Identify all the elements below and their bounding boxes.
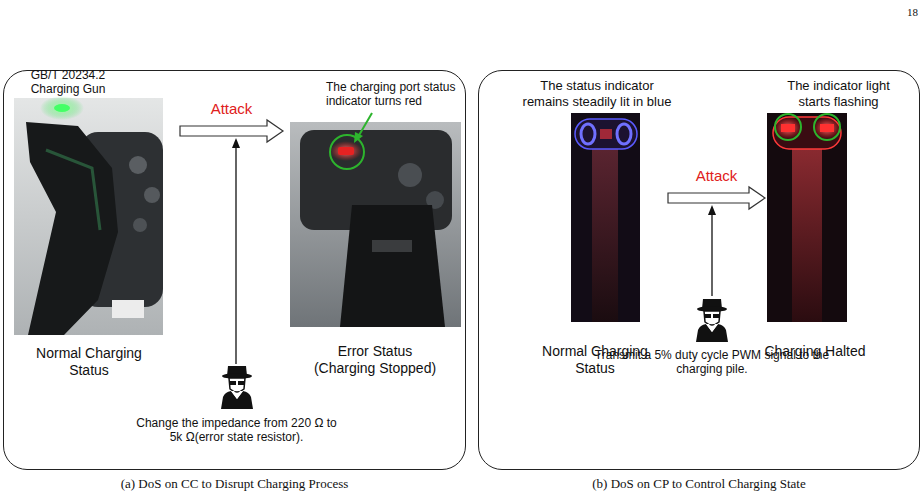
subfigure-caption: (b) DoS on CP to Control Charging State xyxy=(478,476,920,492)
photo-pile-halted xyxy=(767,113,847,322)
callout-note: The indicator light starts flashing xyxy=(776,78,901,109)
subfigure-caption: (a) DoS on CC to Disrupt Charging Proces… xyxy=(3,476,466,492)
hacker-icon xyxy=(221,366,253,409)
photo-error-port xyxy=(290,113,461,327)
attacker-arrow xyxy=(232,138,240,364)
attacker-arrow xyxy=(708,205,716,296)
photo-box: The charging port status indicator turns… xyxy=(290,122,461,327)
attack-arrow xyxy=(180,120,283,142)
edge-label: Attack xyxy=(672,167,762,185)
photo-box: GB/T 20234.2 Charging GunNormal Charging… xyxy=(14,98,163,335)
photo-box: The indicator light starts flashingCharg… xyxy=(767,113,847,322)
attack-note: Transmit a 5% duty cycle PWM signal to t… xyxy=(592,348,832,377)
status-label: Error Status (Charging Stopped) xyxy=(307,343,443,377)
photo-title: GB/T 20234.2 Charging Gun xyxy=(18,68,118,97)
edge-label: Attack xyxy=(187,100,277,118)
status-label: Normal Charging Status xyxy=(24,345,154,379)
figure-panel: (b) DoS on CP to Control Charging StateT… xyxy=(478,70,920,470)
attack-note: Change the impedance from 220 Ω to 5k Ω(… xyxy=(129,416,344,445)
photo-charging-gun xyxy=(14,96,163,335)
page-number: 18 xyxy=(880,6,918,19)
callout-note: The charging port status indicator turns… xyxy=(326,80,464,109)
figure-panel: (a) DoS on CC to Disrupt Charging Proces… xyxy=(3,70,466,470)
photo-pile-normal xyxy=(571,113,640,322)
callout-note: The status indicator remains steadily li… xyxy=(517,78,677,109)
photo-box: The status indicator remains steadily li… xyxy=(571,113,640,322)
hacker-icon xyxy=(696,299,728,342)
attack-arrow xyxy=(668,187,765,209)
